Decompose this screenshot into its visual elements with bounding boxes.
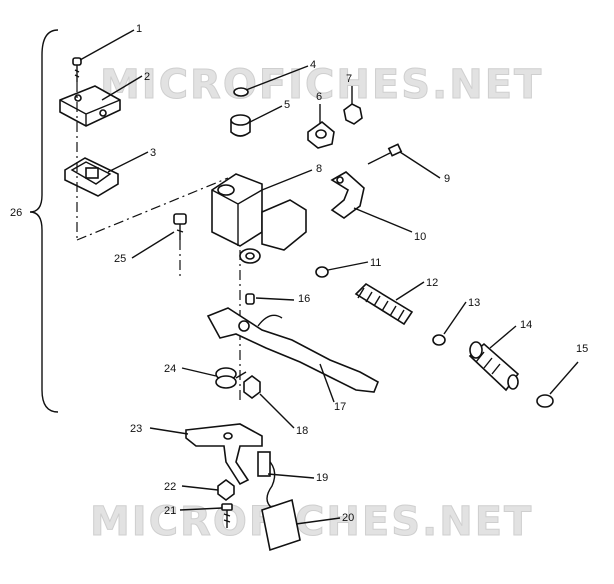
leader-19 [267, 473, 315, 479]
leader-1 [79, 29, 135, 61]
callout-19: 19 [316, 472, 328, 484]
leader-18 [259, 393, 295, 429]
callout-10: 10 [414, 231, 426, 243]
watermark-top: MICROFICHES.NET [100, 62, 543, 108]
leader-10 [353, 207, 413, 233]
callout-11: 11 [370, 257, 381, 269]
callout-20: 20 [342, 512, 354, 524]
part-nut-18 [243, 375, 261, 399]
callout-17: 17 [334, 401, 346, 413]
part-diaphragm-3 [64, 157, 119, 197]
leader-15 [549, 361, 579, 395]
callout-1: 1 [136, 23, 142, 35]
callout-7: 7 [346, 73, 352, 85]
callout-24: 24 [164, 363, 176, 375]
group-bracket [29, 29, 59, 413]
callout-21: 21 [164, 505, 176, 517]
leader-16 [255, 297, 295, 301]
leader-11 [327, 261, 369, 271]
part-cap-7 [343, 103, 363, 125]
leader-21 [179, 507, 223, 511]
leader-13 [443, 301, 467, 335]
part-nut-22 [217, 479, 235, 501]
watermark-bottom: MICROFICHES.NET [90, 499, 533, 545]
leader-4 [245, 65, 309, 91]
leader-25 [131, 231, 175, 259]
part-bolt-21 [221, 503, 233, 528]
callout-labels: 1 2 3 4 5 6 7 8 9 10 11 12 13 14 15 16 1… [114, 23, 588, 524]
callout-22: 22 [164, 481, 176, 493]
group-label-26: 26 [10, 207, 22, 219]
leader-8 [261, 169, 313, 191]
callout-16: 16 [298, 293, 310, 305]
part-bolt-9 [367, 143, 403, 165]
callout-25: 25 [114, 253, 126, 265]
leader-5 [249, 105, 283, 123]
part-washer-11 [315, 266, 329, 278]
callout-3: 3 [150, 147, 156, 159]
part-decal-20 [261, 498, 301, 552]
part-bracket-23 [185, 423, 263, 486]
part-master-cylinder-8 [211, 173, 307, 264]
callout-18: 18 [296, 425, 308, 437]
callout-4: 4 [310, 59, 316, 71]
leader-9 [399, 151, 441, 179]
part-clamp-10 [330, 171, 365, 219]
callout-12: 12 [426, 277, 438, 289]
callout-15: 15 [576, 343, 588, 355]
callout-9: 9 [444, 173, 450, 185]
part-bushing-24 [215, 367, 247, 389]
leader-23 [149, 427, 189, 435]
leader-lines [79, 29, 579, 525]
part-oring-13 [432, 334, 446, 346]
callout-2: 2 [144, 71, 150, 83]
callout-23: 23 [130, 423, 142, 435]
leader-17 [319, 363, 335, 403]
callout-8: 8 [316, 163, 322, 175]
leader-14 [489, 325, 517, 349]
leader-2 [101, 75, 143, 101]
part-screw-1 [72, 57, 82, 82]
leader-22 [181, 485, 219, 491]
part-switch-19 [257, 451, 276, 509]
part-seal-5 [230, 114, 251, 137]
leader-12 [395, 281, 425, 301]
part-piston-14 [468, 341, 520, 392]
part-washer-4 [233, 87, 249, 97]
callout-14: 14 [520, 319, 532, 331]
part-fitting-6 [307, 120, 335, 149]
callout-6: 6 [316, 91, 322, 103]
part-screw-25 [173, 213, 187, 240]
part-bushing-16 [245, 293, 255, 305]
part-spring-12 [354, 282, 414, 326]
leader-3 [107, 151, 149, 173]
callout-13: 13 [468, 297, 480, 309]
part-ring-15 [536, 394, 554, 408]
leader-20 [295, 517, 341, 525]
callout-5: 5 [284, 99, 290, 111]
leader-24 [181, 367, 217, 377]
part-lever-17 [206, 307, 380, 393]
part-reservoir-cover-2 [59, 85, 121, 127]
alignment-line-body [76, 177, 229, 241]
